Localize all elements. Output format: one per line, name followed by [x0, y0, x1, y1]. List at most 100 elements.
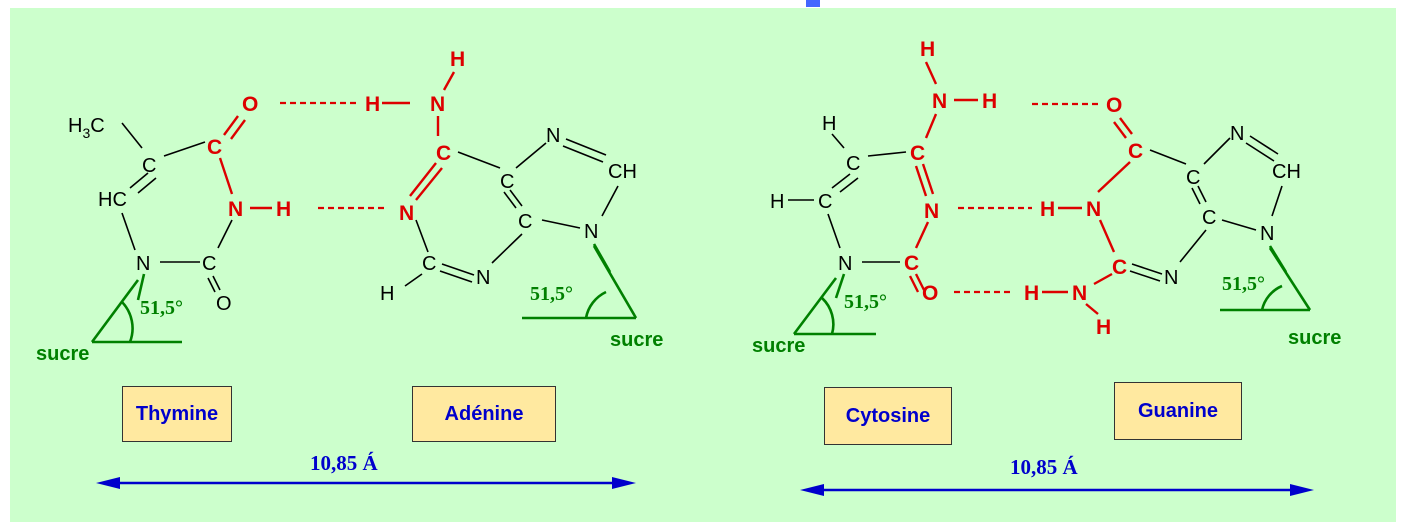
atom-h-red: H	[920, 38, 935, 61]
angle-label: 51,5°	[844, 291, 887, 313]
atom-c: C	[518, 211, 532, 233]
atom-n-red: N	[932, 90, 947, 113]
atom-n: N	[1260, 223, 1274, 245]
sugar-label: sucre	[610, 329, 663, 351]
atom-n-red: N	[228, 198, 243, 221]
atom-ch: CH	[1272, 161, 1301, 183]
label-guanine: Guanine	[1114, 382, 1242, 440]
diagram-panel: H3C C HC N C O C O N H H H N C	[10, 8, 1396, 522]
thymine-structure: H3C C HC N C O	[68, 115, 233, 315]
atom-h: H	[822, 113, 836, 135]
bond	[212, 275, 221, 291]
label-adenine: Adénine	[412, 386, 556, 442]
bond	[491, 233, 523, 264]
atom-c: C	[422, 253, 436, 275]
bond	[441, 263, 475, 276]
atom-c: C	[1202, 207, 1216, 229]
atom-h3c: H3C	[68, 115, 105, 141]
bond	[439, 270, 473, 283]
bond	[409, 162, 437, 197]
bond	[163, 141, 206, 157]
distance-label: 10,85 Á	[310, 451, 379, 475]
atom-ch: CH	[608, 161, 637, 183]
atom-h-red: H	[1040, 198, 1055, 221]
atom-h: H	[380, 283, 394, 305]
sugar-angle-guanine: 51,5° sucre	[1220, 247, 1341, 349]
angle-label: 51,5°	[140, 297, 183, 319]
atom-c: C	[1186, 167, 1200, 189]
cytosine-red-atoms: H N H C N C O	[904, 38, 997, 305]
cytosine-structure: H C C H N	[770, 113, 907, 299]
sugar-bond	[136, 273, 146, 301]
atom-o-red: O	[242, 93, 258, 116]
atom-h-red: H	[1024, 282, 1039, 305]
bond	[601, 185, 619, 217]
sugar-angle-cytosine: 51,5° sucre	[752, 277, 887, 357]
top-edge-marker	[806, 0, 820, 7]
atom-c-red: C	[1112, 256, 1127, 279]
atom-n: N	[136, 253, 150, 275]
label-thymine: Thymine	[122, 386, 232, 442]
atom-h: H	[770, 191, 784, 213]
bond	[137, 177, 157, 194]
atom-n: N	[1164, 267, 1178, 289]
adenine-structure: H H N C N C N CH N C N C H	[365, 48, 637, 305]
atom-n-red: N	[1086, 198, 1101, 221]
distance-arrow-2: 10,85 Á	[800, 455, 1314, 496]
label-cytosine: Cytosine	[824, 387, 952, 445]
bond	[404, 273, 423, 287]
atom-c: C	[500, 171, 514, 193]
bond	[509, 189, 523, 207]
sugar-angle-adenine: 51,5° sucre	[522, 245, 663, 351]
atom-n-red: N	[430, 93, 445, 116]
bond	[442, 71, 456, 91]
atom-n: N	[546, 125, 560, 147]
atom-h-red: H	[365, 93, 380, 116]
bond	[230, 119, 246, 140]
angle-label: 51,5°	[530, 283, 573, 305]
atom-c-red: C	[904, 252, 919, 275]
atom-n: N	[584, 221, 598, 243]
guanine-structure: O C N H C N H H C N CH N C N	[1024, 94, 1301, 339]
bond	[223, 115, 239, 136]
sugar-label: sucre	[752, 335, 805, 357]
atom-h-red: H	[450, 48, 465, 71]
bond	[121, 122, 143, 149]
atom-o-red: O	[922, 282, 938, 305]
atom-n-red: N	[924, 200, 939, 223]
bond	[129, 172, 149, 189]
atom-hc: HC	[98, 189, 127, 211]
sugar-angle-thymine: 51,5° sucre	[36, 279, 183, 365]
atom-c-red: C	[207, 136, 222, 159]
atom-n: N	[838, 253, 852, 275]
atom-h-red: H	[276, 198, 291, 221]
thymine-red-atoms: C O N H	[207, 93, 291, 221]
atom-c-red: C	[910, 142, 925, 165]
atom-c: C	[846, 153, 860, 175]
bond	[207, 277, 216, 293]
atom-h-red: H	[982, 90, 997, 113]
distance-arrow-1: 10,85 Á	[96, 451, 636, 489]
bond	[565, 138, 607, 156]
atom-n: N	[1230, 123, 1244, 145]
sugar-label: sucre	[1288, 327, 1341, 349]
atom-n-red: N	[399, 202, 414, 225]
bond	[541, 219, 581, 229]
atom-c: C	[202, 253, 216, 275]
bond	[457, 151, 501, 169]
distance-label: 10,85 Á	[1010, 455, 1079, 479]
angle-label: 51,5°	[1222, 273, 1265, 295]
atom-c-red: C	[436, 142, 451, 165]
bond	[415, 167, 443, 201]
atom-n: N	[476, 267, 490, 289]
base-pair-diagram: H3C C HC N C O C O N H H H N C	[36, 38, 1341, 496]
sugar-label: sucre	[36, 343, 89, 365]
bond	[121, 212, 136, 251]
atom-h-red: H	[1096, 316, 1111, 339]
atom-c: C	[818, 191, 832, 213]
atom-c: C	[142, 155, 156, 177]
bond	[562, 145, 604, 163]
atom-o: O	[216, 293, 232, 315]
atom-o-red: O	[1106, 94, 1122, 117]
bond	[503, 191, 517, 209]
